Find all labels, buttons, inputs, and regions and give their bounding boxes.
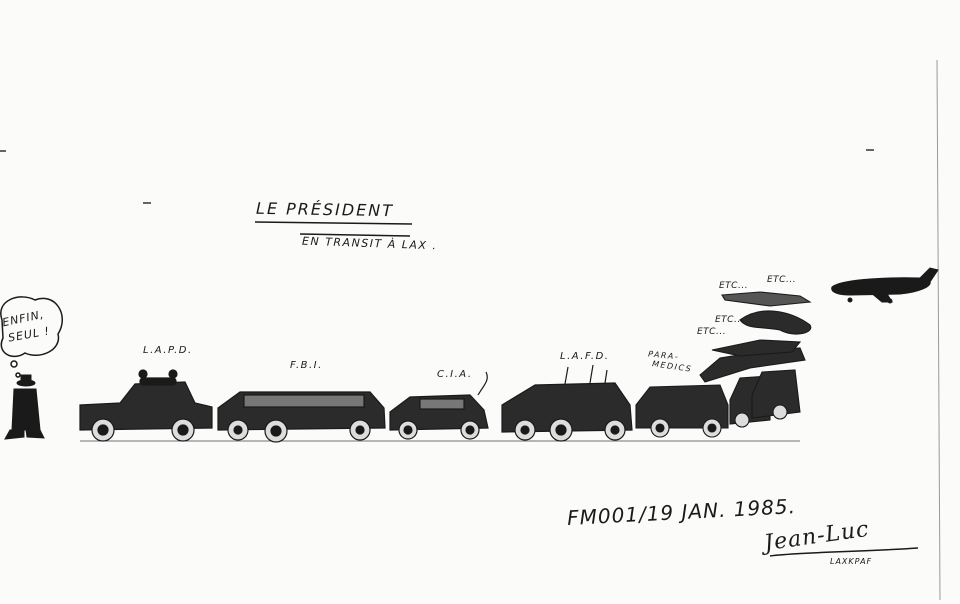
fbi-wagon — [217, 391, 386, 443]
title-line-1: LE PRÉSIDENT — [255, 198, 395, 221]
etc-label: ETC... — [697, 327, 727, 337]
airplane — [831, 267, 939, 304]
signature-underline — [769, 547, 919, 557]
etc-label: ETC... — [715, 315, 745, 325]
lapd-car — [79, 369, 213, 442]
paramedics-and-queue — [635, 291, 812, 438]
label-lapd: L.A.P.D. — [143, 345, 193, 356]
title-underlines — [254, 221, 413, 237]
lone-man-figure — [4, 374, 45, 440]
cia-car — [389, 371, 489, 440]
etc-label: ETC... — [719, 281, 749, 291]
edge-line-right — [936, 59, 941, 601]
label-fbi: F.B.I. — [290, 360, 323, 371]
thought-bubble — [0, 296, 63, 378]
signature-code: LAXKPAF — [830, 557, 873, 566]
etc-label: ETC... — [767, 275, 797, 285]
label-lafd: L.A.F.D. — [560, 351, 610, 362]
lafd-vehicle — [501, 364, 633, 442]
label-cia: C.I.A. — [437, 369, 473, 380]
